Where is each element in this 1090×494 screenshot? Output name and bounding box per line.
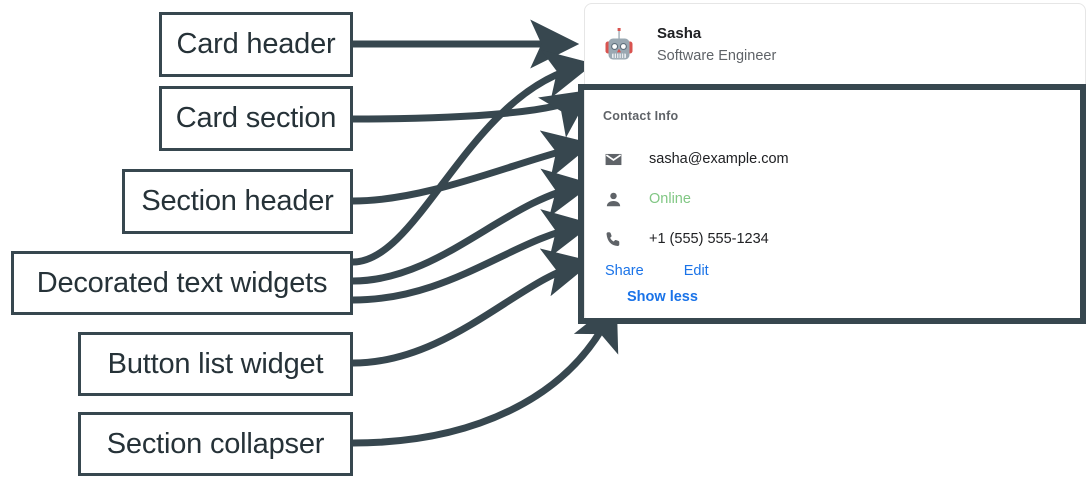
email-value: sasha@example.com: [649, 151, 789, 167]
annotation-card-section: Card section: [159, 86, 353, 151]
annotation-section-header: Section header: [122, 169, 353, 234]
status-value: Online: [649, 191, 691, 207]
section-collapser-button[interactable]: Show less: [627, 289, 698, 305]
arrow-section-header: [352, 130, 593, 205]
decorated-text-widget-email: sasha@example.com: [603, 139, 1085, 179]
arrow-button-list: [352, 248, 593, 367]
section-header: Contact Info: [603, 109, 679, 123]
contact-card: Sasha Software Engineer Contact Info sas…: [584, 3, 1086, 323]
annotation-button-list-widget: Button list widget: [78, 332, 353, 396]
email-icon: [603, 149, 623, 169]
phone-value: +1 (555) 555-1234: [649, 231, 769, 247]
arrow-card-section: [352, 89, 593, 138]
arrow-decorated-text-2: [352, 168, 594, 285]
card-header-text: Sasha Software Engineer: [657, 24, 776, 67]
decorated-text-widget-phone: +1 (555) 555-1234: [603, 219, 1085, 259]
arrow-decorated-text-1: [352, 49, 594, 266]
button-list-widget: Share Edit: [603, 263, 1085, 279]
card-title: Sasha: [657, 24, 702, 42]
phone-icon: [603, 229, 623, 249]
card-header: Sasha Software Engineer: [585, 4, 1085, 87]
person-icon: [603, 189, 623, 209]
robot-avatar-icon: [605, 27, 633, 59]
share-button[interactable]: Share: [605, 263, 644, 279]
card-section: Contact Info sasha@example.com: [585, 87, 1085, 324]
arrow-decorated-text-3: [352, 209, 593, 304]
annotation-card-header: Card header: [159, 12, 353, 77]
annotation-section-collapser: Section collapser: [78, 412, 353, 476]
card-subtitle: Software Engineer: [657, 48, 777, 65]
decorated-text-widget-status: Online: [603, 179, 1085, 219]
annotation-decorated-text-widgets: Decorated text widgets: [11, 251, 353, 315]
edit-button[interactable]: Edit: [683, 263, 709, 279]
arrow-section-collapser: [352, 299, 619, 447]
